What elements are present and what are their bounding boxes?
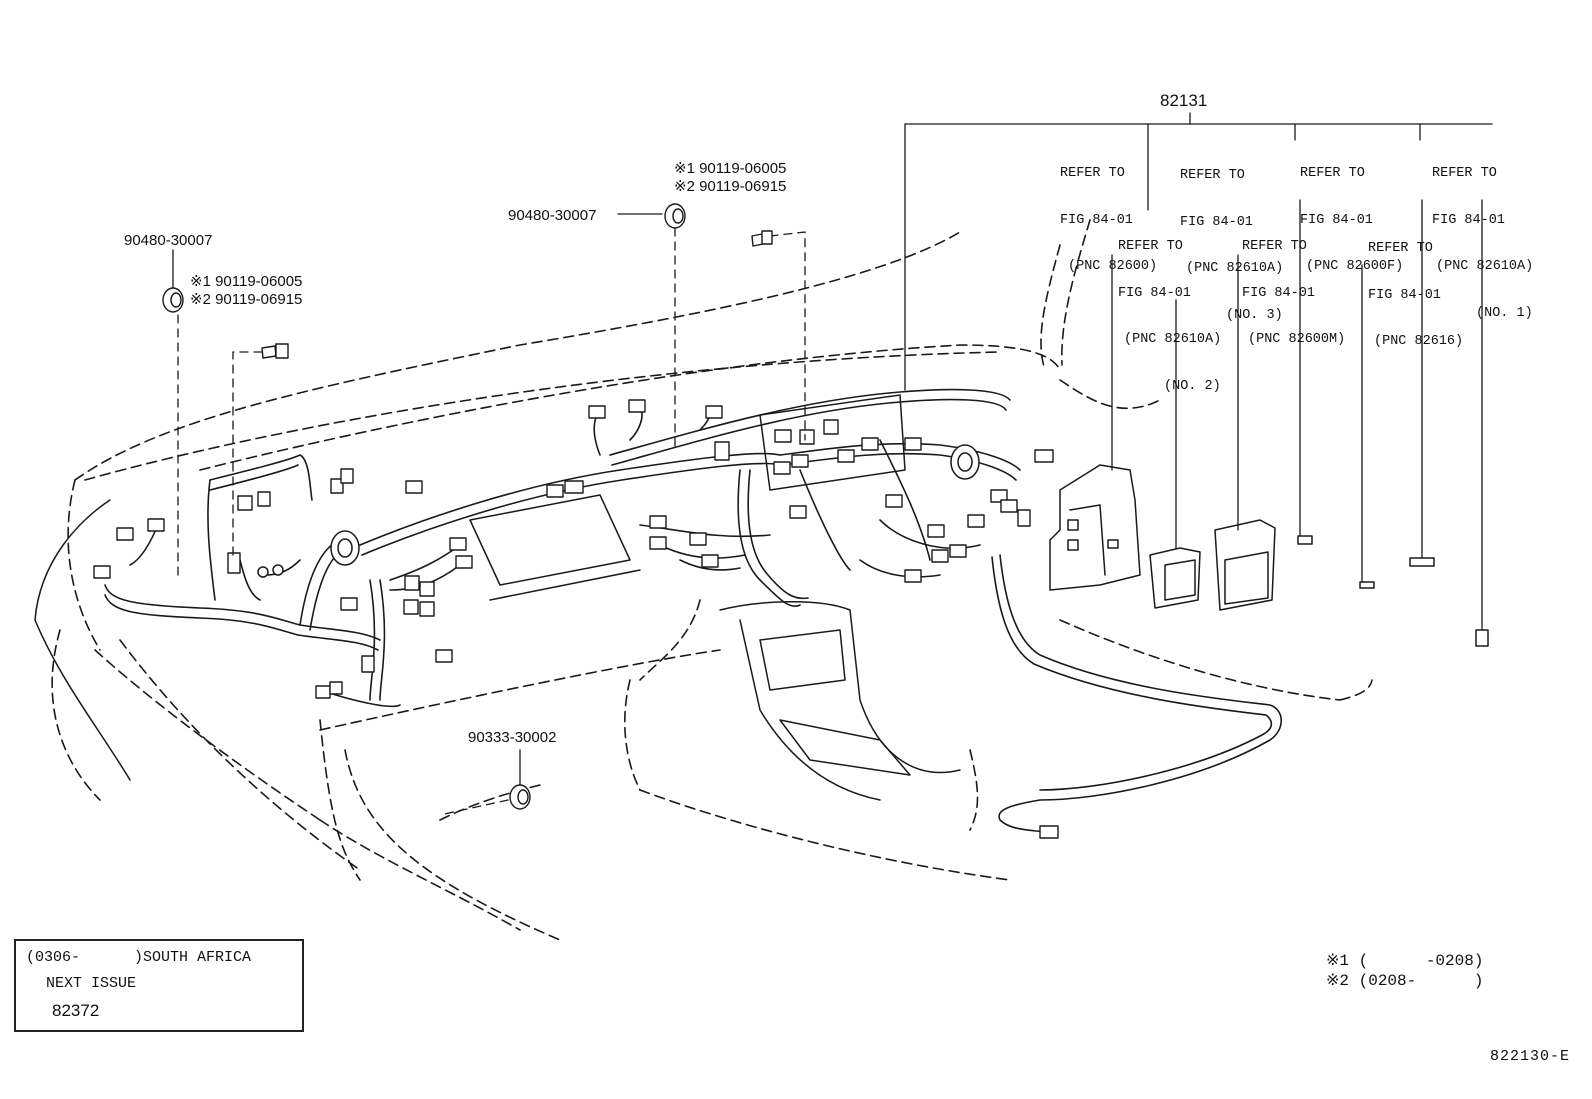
refer-line: FIG 84-01 xyxy=(1432,212,1505,228)
refer-line: FIG 84-01 xyxy=(1368,287,1441,303)
refer-box-pnc-82616: REFER TO FIG 84-01 (PNC 82616) xyxy=(1368,210,1463,365)
refer-box-pnc-82610a-no1: REFER TO FIG 84-01 (PNC 82610A) (NO. 1) xyxy=(1432,135,1533,337)
refer-line: FIG 84-01 xyxy=(1300,212,1373,228)
refer-line: (PNC 82610A) xyxy=(1186,261,1284,276)
refer-line: (PNC 82600F) xyxy=(1306,259,1404,274)
note-line-part: 82372 xyxy=(52,1001,100,1020)
refer-line: FIG 84-01 xyxy=(1180,214,1253,230)
vehicle-body-outline xyxy=(51,219,1373,941)
refer-line: (PNC 82610A) xyxy=(1436,259,1534,274)
refer-line: REFER TO xyxy=(1242,239,1307,254)
junction-blocks xyxy=(1049,464,1489,647)
refer-line: FIG 84-01 xyxy=(1060,212,1133,228)
part-leader-lines xyxy=(172,213,663,789)
part-dashed-leaders xyxy=(177,227,806,816)
refer-leader-lines xyxy=(904,112,1493,631)
dashboard-structure xyxy=(34,394,961,801)
main-wire-harness xyxy=(104,388,1283,833)
refer-box-pnc-82600m: REFER TO FIG 84-01 (PNC 82600M) xyxy=(1242,208,1345,363)
refer-line: (PNC 82600) xyxy=(1068,259,1158,274)
refer-line: (PNC 82610A) xyxy=(1124,332,1222,347)
harness-connectors xyxy=(93,399,1059,839)
part-label-bolt-left-1: ※1 90119-06005 xyxy=(190,273,303,290)
harness-grommets xyxy=(257,444,980,578)
part-label-bolt-left-2: ※2 90119-06915 xyxy=(190,291,303,308)
legend-item-1: ※1 ( -0208) xyxy=(1326,952,1484,970)
part-label-bolt-center-1: ※1 90119-06005 xyxy=(674,160,787,177)
refer-line: REFER TO xyxy=(1118,239,1183,254)
fasteners xyxy=(162,203,773,810)
supersession-note-box: (0306- )SOUTH AFRICA NEXT ISSUE 82372 xyxy=(14,939,304,1032)
refer-box-pnc-82600: REFER TO FIG 84-01 (PNC 82600) xyxy=(1060,135,1157,290)
part-label-grommet-center: 90480-30007 xyxy=(508,207,597,224)
refer-line: FIG 84-01 xyxy=(1118,285,1191,301)
refer-line: (PNC 82616) xyxy=(1374,334,1464,349)
part-label-clamp: 90333-30002 xyxy=(468,729,557,746)
part-label-grommet-left: 90480-30007 xyxy=(124,232,213,249)
refer-box-pnc-82610a-no2: REFER TO FIG 84-01 (PNC 82610A) (NO. 2) xyxy=(1118,208,1221,410)
refer-line: FIG 84-01 xyxy=(1242,285,1315,301)
refer-box-pnc-82610a-no3: REFER TO FIG 84-01 (PNC 82610A) (NO. 3) xyxy=(1180,137,1283,339)
note-line-region: (0306- )SOUTH AFRICA xyxy=(26,949,252,966)
note-line-next-issue: NEXT ISSUE xyxy=(46,975,137,992)
refer-line: (PNC 82600M) xyxy=(1248,332,1346,347)
main-part-number: 82131 xyxy=(1160,91,1208,110)
refer-line: (NO. 3) xyxy=(1226,307,1283,323)
refer-line: (NO. 2) xyxy=(1164,378,1221,394)
figure-code: 822130-E xyxy=(1489,1048,1570,1065)
refer-line: REFER TO xyxy=(1060,166,1125,181)
refer-line: REFER TO xyxy=(1368,241,1433,256)
legend-item-2: ※2 (0208- ) xyxy=(1326,972,1484,990)
part-label-bolt-center-2: ※2 90119-06915 xyxy=(674,178,787,195)
refer-box-pnc-82600f: REFER TO FIG 84-01 (PNC 82600F) xyxy=(1300,135,1403,290)
refer-line: REFER TO xyxy=(1300,166,1365,181)
refer-line: REFER TO xyxy=(1432,166,1497,181)
refer-line: (NO. 1) xyxy=(1476,305,1533,321)
refer-line: REFER TO xyxy=(1180,168,1245,183)
